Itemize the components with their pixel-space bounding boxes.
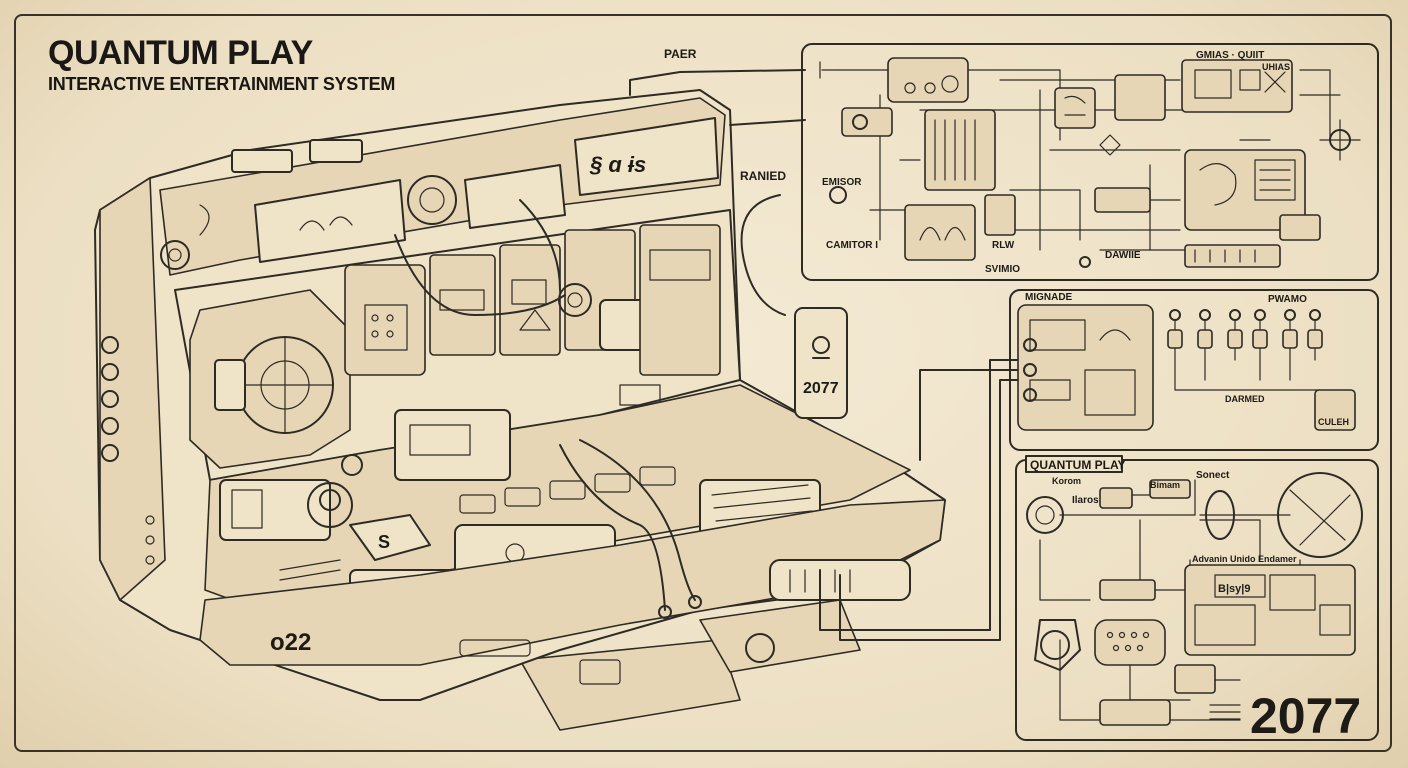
wedge-block <box>349 514 431 561</box>
joystick-base <box>307 482 353 528</box>
link-pipe-b <box>839 379 1021 641</box>
label-ilaros: Ilaros <box>1072 495 1099 506</box>
panel-bottom-title: QUANTUM PLAY <box>1030 458 1126 472</box>
page-subtitle: INTERACTIVE ENTERTAINMENT SYSTEM <box>48 74 396 94</box>
link-cable-top <box>729 119 806 126</box>
mid-controller <box>1017 304 1154 431</box>
vent-slots <box>279 559 341 581</box>
console-foot <box>699 599 861 673</box>
label-culeh: CULEH <box>1318 417 1349 427</box>
label-pwamo: PWAMO <box>1268 294 1307 305</box>
link-cable-ranied <box>740 194 786 316</box>
label-ranied: RANIED <box>740 169 786 183</box>
link-pipe-a <box>819 359 1021 631</box>
year-tag-label: 2077 <box>803 380 839 397</box>
label-advanced: Advanin Unido Endamer <box>1192 554 1297 564</box>
wheel <box>745 633 775 663</box>
central-module-grid <box>344 224 721 406</box>
connector-plug <box>1094 619 1166 666</box>
top-vent-right <box>309 139 363 163</box>
fuse-array <box>1167 309 1323 391</box>
schematic-panel-bottom: QUANTUM PLAY B|sy|9 <box>1015 455 1379 744</box>
panel-bottom-title-box <box>1025 455 1123 473</box>
label-gmias: GMIAS · QUIIT <box>1196 50 1264 61</box>
link-pipe-c <box>919 369 1021 461</box>
label-korom: Korom <box>1052 476 1081 486</box>
page-title: QUANTUM PLAY <box>48 34 313 72</box>
label-darmed: DARMED <box>1225 394 1265 404</box>
sheet-border <box>14 14 1392 752</box>
top-vent-left <box>231 149 293 173</box>
base-marking: o22 <box>270 629 311 656</box>
left-monitor <box>189 289 351 469</box>
label-rlw: RLW <box>992 240 1015 251</box>
label-emisor: EMISOR <box>822 177 862 188</box>
top-dial <box>407 175 457 225</box>
chip-marking: B|sy|9 <box>1218 583 1250 595</box>
bottom-sensor <box>1026 496 1064 534</box>
joystick-knob <box>319 489 341 511</box>
console-side-panel <box>99 177 166 601</box>
label-svimio: SVIMIO <box>985 264 1020 275</box>
io-module <box>1181 59 1293 113</box>
monitor-bracket <box>214 359 246 411</box>
front-cable-a <box>559 444 666 611</box>
year-tag-card: 2077 <box>794 307 848 419</box>
cable-spool <box>558 283 592 317</box>
console-stand <box>519 639 741 731</box>
console-cable-a <box>394 234 566 316</box>
side-button-column <box>101 336 155 565</box>
side-knob-top <box>160 240 190 270</box>
top-screen-left <box>254 179 406 263</box>
panel-top-components <box>819 57 1361 268</box>
panel-bottom-year: 2077 <box>1250 688 1361 744</box>
link-cable-paer <box>629 69 806 96</box>
label-sonect: Sonect <box>1196 470 1230 481</box>
front-cable-b <box>579 439 696 601</box>
console-cable-b <box>519 199 561 291</box>
screen-glyphs: § ɑ ɨs <box>589 152 646 177</box>
panel-mid-frame <box>1009 289 1379 451</box>
label-bimam: Bimam <box>1150 480 1180 490</box>
schematic-panel-mid: CULEH MIGNADE PWAMO DARMED <box>1009 289 1379 451</box>
top-screen-center <box>464 164 566 229</box>
control-button <box>341 454 363 476</box>
label-mignade: MIGNADE <box>1025 292 1073 303</box>
label-uhias: UHIAS <box>1262 62 1290 72</box>
heatsink-block <box>924 109 996 191</box>
label-dawiie: DAWIIE <box>1105 250 1141 261</box>
label-paer: PAER <box>664 47 697 61</box>
aux-module <box>394 409 511 481</box>
wedge-glyph: S <box>378 532 390 552</box>
schematic-panel-top: EMISOR CAMITOR I GMIAS · QUIIT UHIAS RLW… <box>801 43 1379 281</box>
top-screen-right <box>574 117 719 196</box>
keypad-rows <box>459 466 676 514</box>
arcade-console: § ɑ ɨs <box>94 89 946 731</box>
panel-top-frame <box>801 43 1379 281</box>
panel-bottom-frame <box>1015 459 1379 741</box>
bottom-dish <box>1277 472 1363 558</box>
gauge-body <box>1034 619 1081 671</box>
label-camitor: CAMITOR I <box>826 240 878 251</box>
culeh-block <box>1314 389 1356 431</box>
